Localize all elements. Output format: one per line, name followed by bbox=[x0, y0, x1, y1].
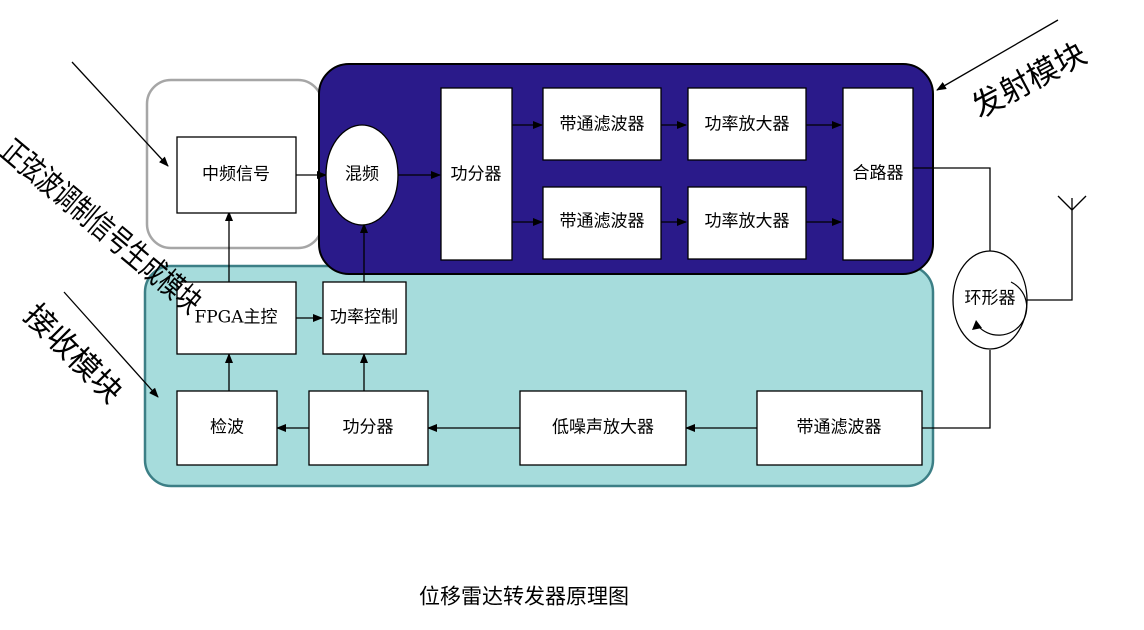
low-noise-amplifier-block: 低噪声放大器 bbox=[519, 390, 687, 466]
tx-bandpass-filter-1-block: 带通滤波器 bbox=[542, 87, 662, 161]
fpga-label: FPGA主控 bbox=[194, 308, 277, 328]
tx-splitter-block: 功分器 bbox=[440, 87, 513, 261]
circulator-block: 环形器 bbox=[952, 250, 1028, 350]
combiner-block: 合路器 bbox=[842, 87, 914, 261]
mixer-label: 混频 bbox=[345, 165, 379, 185]
detector-block: 检波 bbox=[176, 390, 278, 466]
label-pointers bbox=[63, 19, 1059, 398]
transmit-module-label: 发射模块 bbox=[966, 36, 1092, 126]
diagram-caption: 位移雷达转发器原理图 bbox=[419, 585, 629, 609]
detector-label: 检波 bbox=[210, 418, 244, 438]
circulator-direction-arrow bbox=[977, 281, 1028, 336]
power-amplifier-1-block: 功率放大器 bbox=[687, 87, 807, 161]
power-amplifier-1-label: 功率放大器 bbox=[705, 115, 790, 135]
power-amplifier-2-label: 功率放大器 bbox=[705, 212, 790, 232]
combiner-label: 合路器 bbox=[853, 164, 904, 184]
rx-bandpass-filter-label: 带通滤波器 bbox=[797, 418, 882, 438]
if-signal-label: 中频信号 bbox=[202, 165, 270, 185]
low-noise-amplifier-label: 低噪声放大器 bbox=[552, 418, 654, 438]
power-control-label: 功率控制 bbox=[330, 308, 398, 328]
tx-bandpass-filter-1-label: 带通滤波器 bbox=[560, 115, 645, 135]
signal-lines bbox=[225, 121, 1087, 432]
fpga-block: FPGA主控 bbox=[176, 281, 297, 355]
rx-splitter-block: 功分器 bbox=[308, 390, 429, 466]
if-signal-block: 中频信号 bbox=[176, 136, 297, 214]
rx-splitter-label: 功分器 bbox=[343, 418, 394, 438]
mixer-block: 混频 bbox=[325, 124, 399, 226]
tx-splitter-label: 功分器 bbox=[451, 165, 502, 185]
power-amplifier-2-block: 功率放大器 bbox=[687, 186, 807, 260]
tx-bandpass-filter-2-label: 带通滤波器 bbox=[560, 212, 645, 232]
power-control-block: 功率控制 bbox=[322, 281, 407, 355]
rx-bandpass-filter-block: 带通滤波器 bbox=[756, 390, 923, 466]
receive-module-label: 接收模块 bbox=[16, 297, 129, 410]
tx-bandpass-filter-2-block: 带通滤波器 bbox=[542, 186, 662, 260]
circulator-label: 环形器 bbox=[965, 289, 1016, 309]
